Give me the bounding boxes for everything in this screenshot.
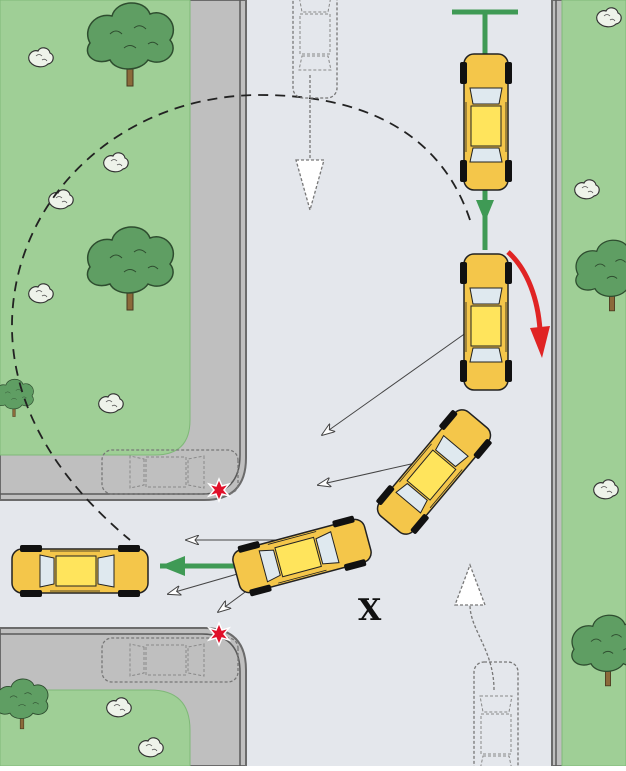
- car-icon: [459, 253, 513, 391]
- curb-lines: [0, 0, 557, 766]
- red-curved-arrow-icon: [506, 250, 550, 358]
- car-icon: [11, 544, 149, 598]
- ghost-arrow-down: [295, 75, 325, 213]
- ghost-arrow-up: [454, 563, 495, 691]
- green-path-arrow-top: [452, 9, 518, 250]
- green-path-arrow-bottom: [160, 556, 235, 576]
- grass-upper-left: [0, 0, 191, 456]
- position-x-label: X: [358, 593, 382, 628]
- turning-radius-arc: [11, 94, 471, 541]
- car-icon: [459, 53, 513, 191]
